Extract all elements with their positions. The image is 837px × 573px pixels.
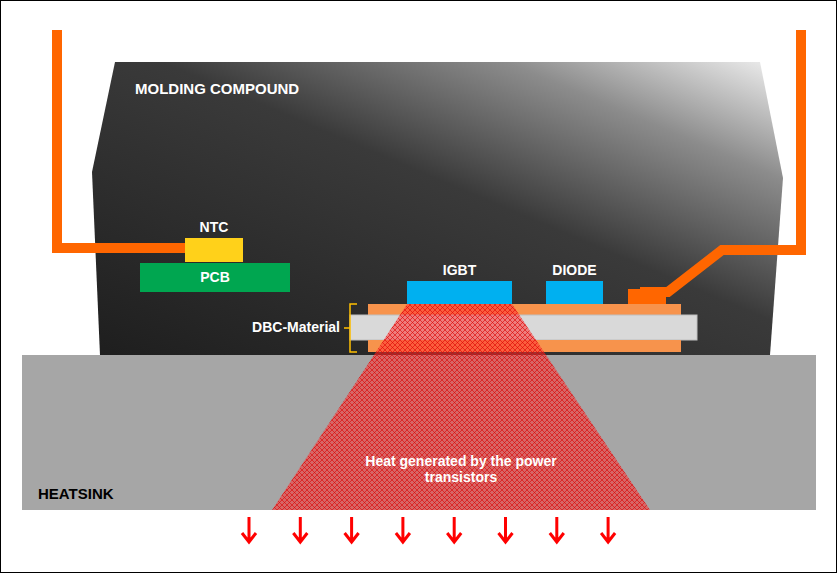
bond-pad — [628, 289, 666, 304]
heat-spread-shape — [272, 355, 650, 510]
dbc-label: DBC-Material — [252, 319, 340, 335]
right-lead — [640, 30, 801, 292]
ntc-sensor: NTC — [185, 218, 243, 262]
pcb-board-label: PCB — [200, 269, 230, 285]
diode-chip-label: DIODE — [552, 262, 596, 278]
heatsink: HEATSINK Heat generated by the power tran… — [22, 355, 816, 510]
pcb-board: PCB — [140, 263, 290, 292]
ntc-sensor-label: NTC — [200, 219, 229, 235]
diode-chip: DIODE — [546, 262, 603, 304]
molding-compound-label: MOLDING COMPOUND — [135, 80, 299, 97]
heat-arrow — [550, 517, 564, 542]
diode-chip-body — [546, 281, 603, 304]
heat-arrow — [242, 517, 256, 542]
dbc-bracket — [344, 304, 357, 352]
igbt-chip: IGBT — [407, 262, 512, 304]
molding-compound: MOLDING COMPOUND NTC PCB IGBT DIODE — [92, 62, 783, 355]
heat-arrow — [601, 517, 615, 542]
heat-spread-upper — [374, 304, 546, 355]
left-lead — [57, 30, 185, 248]
heat-spread: Heat generated by the power transistors — [272, 355, 650, 510]
heat-arrows — [242, 517, 615, 542]
heat-arrow — [293, 517, 307, 542]
heat-arrow — [396, 517, 410, 542]
heat-arrow — [345, 517, 359, 542]
heat-arrow — [499, 517, 513, 542]
ntc-sensor-body — [185, 238, 243, 262]
molding-compound-body — [92, 62, 783, 355]
heatsink-label: HEATSINK — [38, 485, 114, 502]
heat-spread-label: Heat generated by the power transistors — [345, 453, 577, 485]
heat-arrow — [447, 517, 461, 542]
igbt-chip-label: IGBT — [443, 262, 476, 278]
igbt-chip-body — [407, 281, 512, 304]
